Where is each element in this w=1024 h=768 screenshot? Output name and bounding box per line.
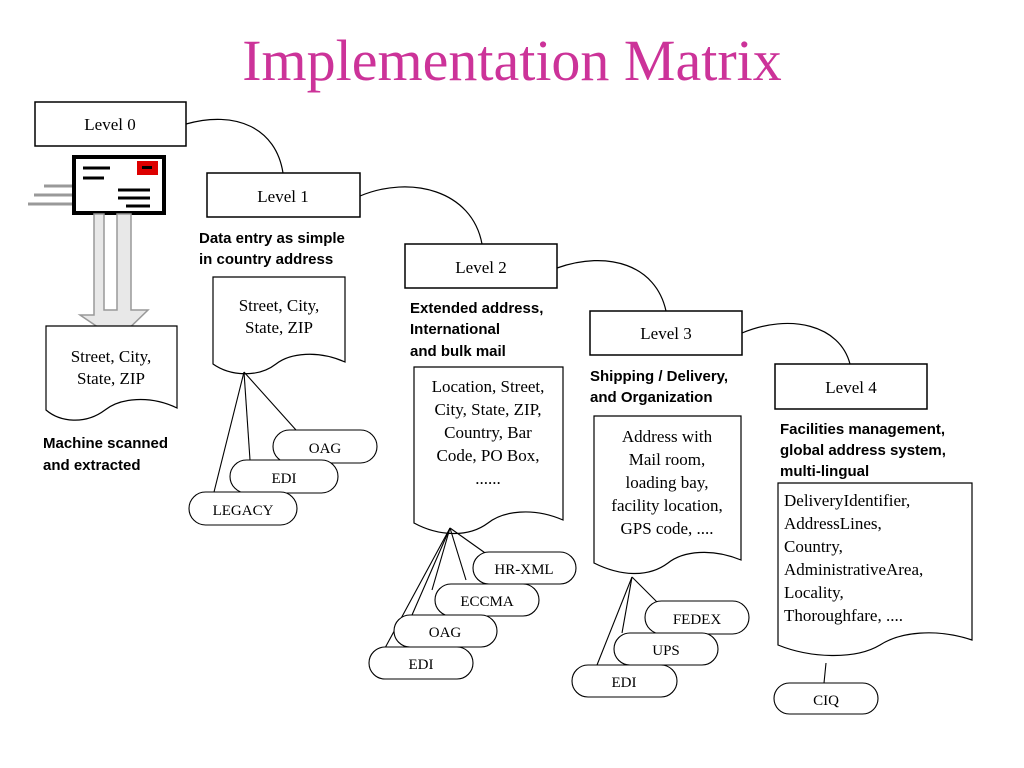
standard-fedex: FEDEX <box>644 600 750 635</box>
document-level-4-line-6: Thoroughfare, .... <box>784 606 903 625</box>
standard-fedex-label: FEDEX <box>673 612 722 628</box>
level-2-box: Level 2 <box>404 243 558 289</box>
document-level-4: DeliveryIdentifier, AddressLines, Countr… <box>777 482 973 657</box>
description-level-4-line-1: Facilities management, <box>780 421 945 438</box>
document-level-1-line-1: Street, City, <box>239 296 320 315</box>
standard-ciq-label: CIQ <box>813 693 839 709</box>
description-level-4-line-2: global address system, <box>780 442 946 459</box>
standard-eccma: ECCMA <box>434 583 540 617</box>
description-level-0-line-1: Machine scanned <box>43 435 168 452</box>
document-level-0: Street, City, State, ZIP <box>45 325 178 421</box>
standard-hr-xml: HR-XML <box>472 551 577 585</box>
description-level-2-line-1: Extended address, <box>410 300 543 317</box>
description-level-0-line-2: and extracted <box>43 457 141 474</box>
standard-oag-level-1: OAG <box>272 429 378 464</box>
level-4-label: Level 4 <box>825 378 877 397</box>
connector-level3-level4 <box>741 322 851 365</box>
level-2-label: Level 2 <box>455 258 506 277</box>
level-connectors <box>185 118 851 365</box>
connector-level2-level3 <box>556 260 667 312</box>
level-4-box: Level 4 <box>774 363 928 410</box>
standard-legacy-level-1: LEGACY <box>188 491 298 526</box>
down-arrow-icon <box>77 213 150 341</box>
description-level-1-line-1: Data entry as simple <box>199 230 345 247</box>
document-level-2-line-4: Code, PO Box, <box>437 446 540 465</box>
document-level-4-line-4: AdministrativeArea, <box>784 560 923 579</box>
standard-oag-label: OAG <box>309 441 342 457</box>
document-level-2-line-2: City, State, ZIP, <box>434 400 541 419</box>
level-3-box: Level 3 <box>589 310 743 356</box>
description-level-1-line-2: in country address <box>199 251 333 268</box>
document-level-3-line-4: facility location, <box>611 496 722 515</box>
standard-edi-label: EDI <box>409 657 434 673</box>
standard-edi-level-1: EDI <box>229 459 339 494</box>
document-level-3-line-2: Mail room, <box>629 450 706 469</box>
standard-ups: UPS <box>613 632 719 666</box>
level-1-box: Level 1 <box>206 172 361 218</box>
document-level-3-line-3: loading bay, <box>626 473 709 492</box>
standard-edi-label: EDI <box>272 471 297 487</box>
level-0-label: Level 0 <box>84 115 135 134</box>
document-level-3-line-1: Address with <box>622 427 713 446</box>
level-1-standard-links <box>213 371 297 493</box>
document-level-0-line-2: State, ZIP <box>77 369 145 388</box>
standard-eccma-label: ECCMA <box>460 594 514 610</box>
standard-ciq: CIQ <box>773 682 879 715</box>
document-level-2-line-3: Country, Bar <box>444 423 532 442</box>
page-title: Implementation Matrix <box>242 28 782 93</box>
standard-edi-level-2: EDI <box>368 646 474 680</box>
standard-oag-label: OAG <box>429 625 462 641</box>
level-0-box: Level 0 <box>34 101 187 147</box>
level-3-label: Level 3 <box>640 324 691 343</box>
document-level-1: Street, City, State, ZIP <box>212 276 346 375</box>
document-level-3: Address with Mail room, loading bay, fac… <box>593 415 742 575</box>
standard-edi-level-3: EDI <box>571 664 678 698</box>
standard-hr-xml-label: HR-XML <box>494 562 553 578</box>
document-level-4-line-5: Locality, <box>784 583 844 602</box>
connector-level0-level1 <box>185 118 284 174</box>
document-level-3-line-5: GPS code, .... <box>620 519 713 538</box>
standard-oag-level-2: OAG <box>393 614 498 648</box>
standard-edi-label: EDI <box>612 675 637 691</box>
description-level-4-line-3: multi-lingual <box>780 463 869 480</box>
document-level-4-line-1: DeliveryIdentifier, <box>784 491 910 510</box>
level-3-standard-links <box>596 576 659 666</box>
standard-ups-label: UPS <box>652 643 680 659</box>
document-level-1-line-2: State, ZIP <box>245 318 313 337</box>
document-level-2: Location, Street, City, State, ZIP, Coun… <box>413 366 564 535</box>
description-level-2-line-3: and bulk mail <box>410 343 506 360</box>
document-level-2-line-5: ...... <box>475 469 501 488</box>
description-level-3-line-2: and Organization <box>590 389 713 406</box>
standard-legacy-label: LEGACY <box>213 503 274 519</box>
document-level-4-line-2: AddressLines, <box>784 514 882 533</box>
document-level-4-line-3: Country, <box>784 537 843 556</box>
level-4-standard-link <box>823 662 827 684</box>
connector-level1-level2 <box>359 186 483 245</box>
level-1-label: Level 1 <box>257 187 308 206</box>
document-level-0-line-1: Street, City, <box>71 347 152 366</box>
description-level-2-line-2: International <box>410 321 500 338</box>
descriptions: Machine scanned and extracted Data entry… <box>43 230 946 480</box>
envelope-icon <box>28 155 166 215</box>
document-level-2-line-1: Location, Street, <box>432 377 545 396</box>
description-level-3-line-1: Shipping / Delivery, <box>590 368 728 385</box>
